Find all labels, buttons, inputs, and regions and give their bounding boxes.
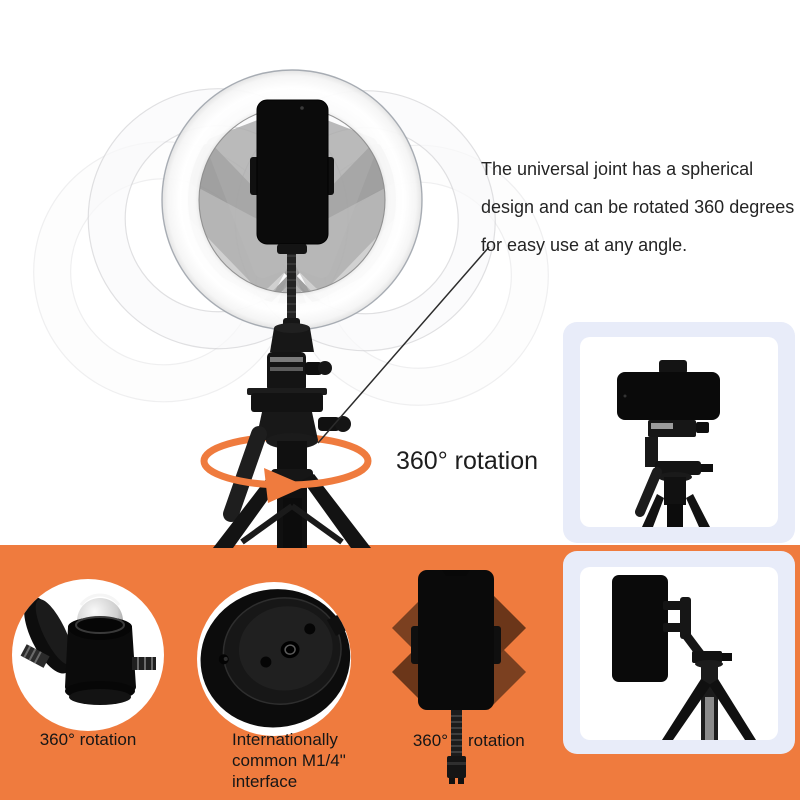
phone-in-holder bbox=[250, 99, 334, 254]
ring-light-illustration bbox=[0, 40, 597, 548]
hero-description: The universal joint has a spherical desi… bbox=[481, 150, 795, 264]
rotation-callout-label: 360° rotation bbox=[396, 447, 539, 475]
ball-joint-mount bbox=[270, 323, 314, 352]
feature-interface-line: Internationally bbox=[232, 730, 338, 749]
feature-ball-head-label: 360° rotation bbox=[39, 730, 137, 749]
hero-description-line: for easy use at any angle. bbox=[481, 235, 688, 255]
quarter-inch-interface-photo bbox=[197, 582, 351, 736]
feature-interface-line: interface bbox=[232, 772, 298, 791]
annotation-line bbox=[317, 246, 490, 444]
feature-interface-label: Internationally common M1/4" interface bbox=[232, 729, 362, 792]
gooseneck-stem-small bbox=[447, 710, 466, 784]
feature-clip-degrees: 360° bbox=[412, 731, 448, 750]
side-card-vertical-phone bbox=[563, 551, 795, 754]
side-photo-horizontal-phone bbox=[580, 337, 778, 527]
ball-head-photo bbox=[12, 579, 164, 731]
hero-description-line: design and can be rotated 360 degrees bbox=[481, 197, 795, 217]
phone-clip-photo bbox=[392, 570, 526, 784]
rotation-arrow-ellipse bbox=[200, 460, 372, 503]
side-card-horizontal-phone bbox=[563, 322, 795, 543]
hero-description-line: The universal joint has a spherical bbox=[481, 159, 754, 179]
feature-interface-line: common M1/4" bbox=[232, 751, 346, 770]
side-photo-vertical-phone bbox=[580, 567, 778, 740]
feature-clip-word: rotation bbox=[468, 731, 525, 750]
